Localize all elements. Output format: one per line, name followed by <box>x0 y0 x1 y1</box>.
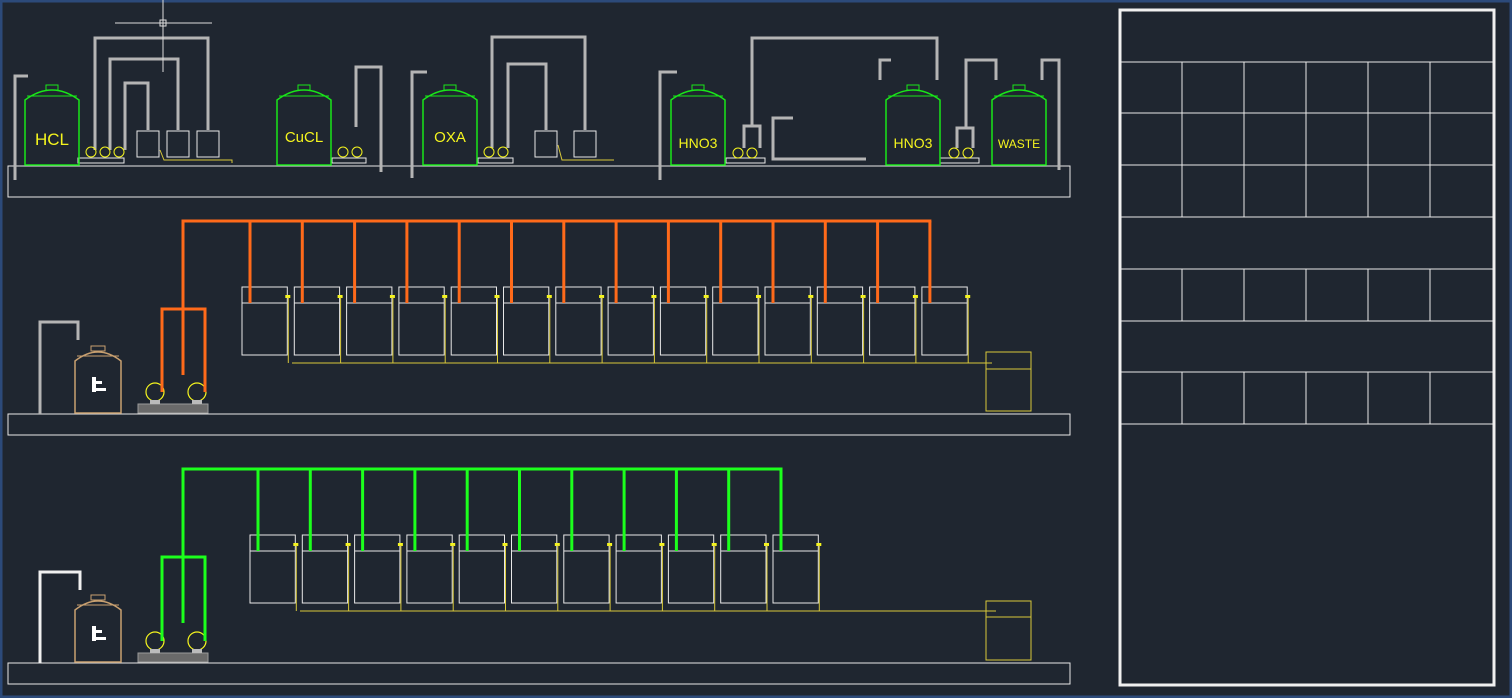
level-gauge <box>92 377 96 392</box>
chemical-tank: CuCL <box>276 84 332 166</box>
tank-label: HNO3 <box>894 135 933 151</box>
title-block-grid <box>1121 61 1493 425</box>
rinse-bath <box>869 221 918 363</box>
level-gauge <box>92 626 96 641</box>
rinse-bath <box>406 469 456 611</box>
chemical-tank: HNO3 <box>670 84 726 166</box>
rinse-bath <box>615 469 665 611</box>
bottom-baths <box>181 467 996 623</box>
filter-boxes <box>136 130 597 158</box>
bottom-supply-tank <box>74 594 122 663</box>
rinse-bath <box>772 469 822 611</box>
rinse-row-orange <box>7 219 1071 436</box>
rinse-bath <box>293 221 343 363</box>
bottom-white-pipe <box>38 570 82 663</box>
middle-drain-tank <box>985 351 1032 412</box>
middle-baths <box>181 219 992 375</box>
chemical-tanks: HCL CuCL OXA HNO3 HNO3 WASTE <box>24 84 1047 166</box>
chemical-tank: HNO3 <box>885 84 941 166</box>
supply-tank-body <box>74 351 122 414</box>
tank-label: HNO3 <box>679 135 718 151</box>
yellow-drains <box>159 144 614 163</box>
pump-icon <box>187 382 207 402</box>
top-pumps <box>85 146 974 159</box>
tank-label: CuCL <box>285 129 323 146</box>
rinse-bath <box>764 221 814 363</box>
rinse-bath <box>667 469 717 611</box>
pump-base <box>137 403 209 414</box>
rinse-bath <box>555 221 605 363</box>
pump-base <box>137 652 209 663</box>
tank-label: WASTE <box>998 137 1040 151</box>
middle-gray-pipe <box>38 320 80 414</box>
cad-crosshair <box>115 0 212 72</box>
middle-pumps <box>137 307 209 414</box>
rinse-bath <box>458 469 508 611</box>
bottom-pumps <box>137 555 209 663</box>
pump-icon <box>187 631 207 651</box>
chemical-tank: OXA <box>422 84 478 166</box>
rinse-bath <box>921 221 971 363</box>
middle-supply-tank <box>74 345 122 414</box>
rinse-bath <box>720 469 769 611</box>
rinse-bath <box>249 469 299 611</box>
chemical-tank-row: HCL CuCL OXA HNO3 HNO3 WASTE <box>7 0 1071 198</box>
chemical-tank: HCL <box>24 84 80 166</box>
rinse-bath <box>241 221 291 363</box>
rinse-bath <box>450 221 500 363</box>
rinse-row-green <box>7 467 1071 685</box>
bottom-shelf <box>7 662 1071 685</box>
title-block <box>1118 8 1496 687</box>
rinse-bath <box>563 469 613 611</box>
rinse-bath <box>659 221 709 363</box>
rinse-bath <box>511 469 560 611</box>
bottom-drain-tank <box>985 600 1032 661</box>
tank-label: HCL <box>35 130 69 149</box>
rinse-bath <box>354 469 403 611</box>
title-block-border <box>1118 8 1496 687</box>
gray-piping <box>13 35 1061 180</box>
middle-shelf <box>7 413 1071 436</box>
rinse-bath <box>503 221 552 363</box>
rinse-bath <box>301 469 351 611</box>
supply-tank-body <box>74 600 122 663</box>
chemical-tank: WASTE <box>991 84 1047 166</box>
rinse-bath <box>346 221 395 363</box>
top-shelf <box>7 165 1071 198</box>
rinse-bath <box>398 221 448 363</box>
tank-label: OXA <box>434 129 466 146</box>
rinse-bath <box>607 221 657 363</box>
rinse-bath <box>816 221 866 363</box>
rinse-bath <box>712 221 761 363</box>
